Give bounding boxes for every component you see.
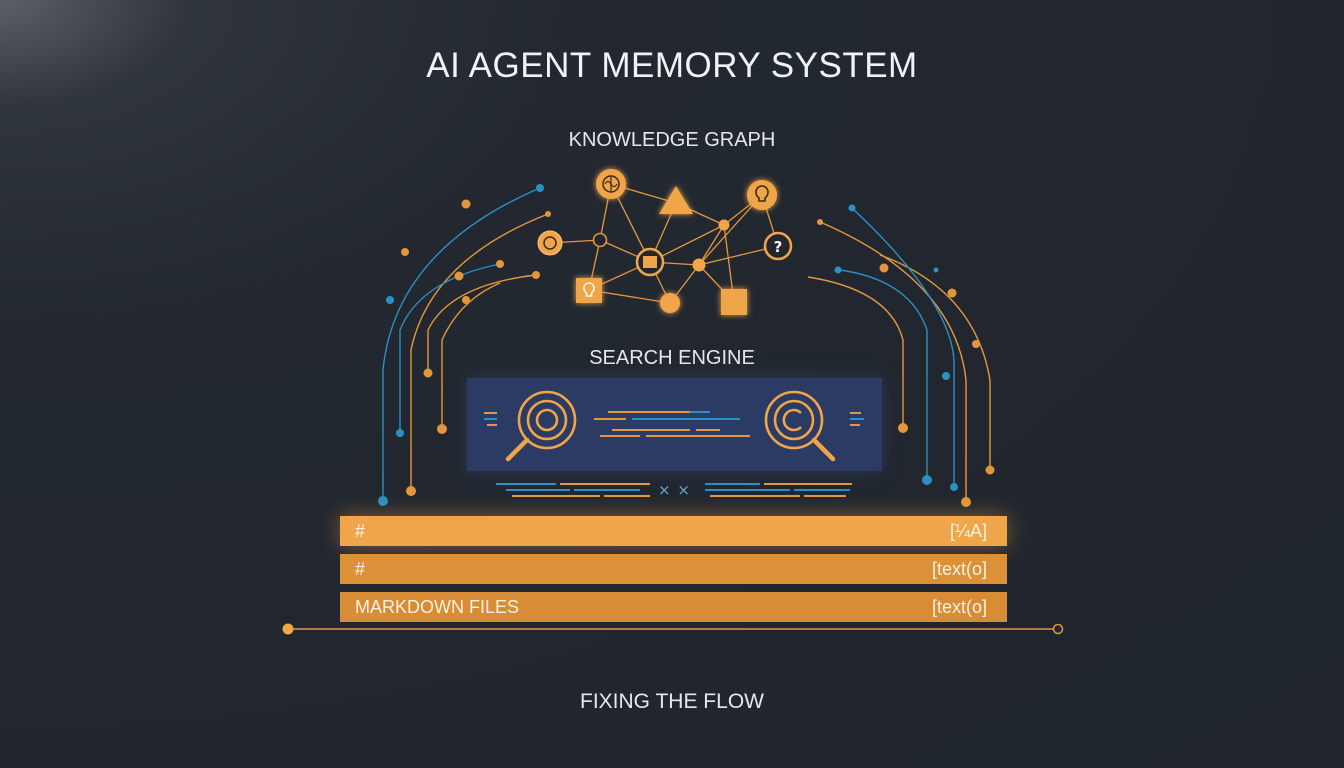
bar-left-text: MARKDOWN FILES xyxy=(355,596,520,617)
brain-icon xyxy=(537,230,563,256)
bar-right-text: [text(o] xyxy=(931,558,987,579)
left-arc-dots xyxy=(378,184,551,506)
lightbulb-icon xyxy=(576,278,602,303)
center-node xyxy=(635,247,665,277)
brain-icon xyxy=(596,169,626,199)
svg-text:?: ? xyxy=(774,238,783,256)
text-lines-right xyxy=(850,412,864,426)
knowledge-graph-label: KNOWLEDGE GRAPH xyxy=(568,129,776,151)
right-arc-dots xyxy=(817,204,995,507)
text-lines-center xyxy=(594,411,750,437)
footer-caption: FIXING THE FLOW xyxy=(580,690,764,713)
hollow-node xyxy=(592,232,608,248)
below-panel-lines xyxy=(496,483,852,497)
page-title: AI AGENT MEMORY SYSTEM xyxy=(426,46,918,85)
bar-left-text: # xyxy=(355,520,366,541)
magnifier-icon xyxy=(505,390,577,462)
right-arcs xyxy=(807,207,991,500)
question-icon: ? xyxy=(763,231,793,261)
markdown-bar-1: # [¼A] xyxy=(340,516,1007,546)
timeline xyxy=(282,623,1064,635)
close-marks: × × xyxy=(658,481,691,499)
text-lines-left xyxy=(484,412,497,426)
knowledge-graph-nodes: ? xyxy=(537,169,793,315)
search-engine-label: SEARCH ENGINE xyxy=(589,347,755,369)
markdown-files-bar: MARKDOWN FILES [text(o] xyxy=(340,592,1007,622)
lightbulb-icon xyxy=(747,180,777,210)
left-arcs xyxy=(382,187,549,500)
square-node xyxy=(721,289,747,315)
graph-node xyxy=(692,258,706,272)
triangle-node xyxy=(659,186,693,214)
search-panel-content xyxy=(484,390,864,462)
bar-right-text: [text(o] xyxy=(931,596,987,617)
bar-right-text: [¼A] xyxy=(949,520,987,541)
graph-node xyxy=(718,219,730,231)
markdown-bar-2: # [text(o] xyxy=(340,554,1007,584)
bar-left-text: # xyxy=(355,558,366,579)
graph-node xyxy=(660,293,680,313)
magnifier-icon xyxy=(764,390,836,462)
